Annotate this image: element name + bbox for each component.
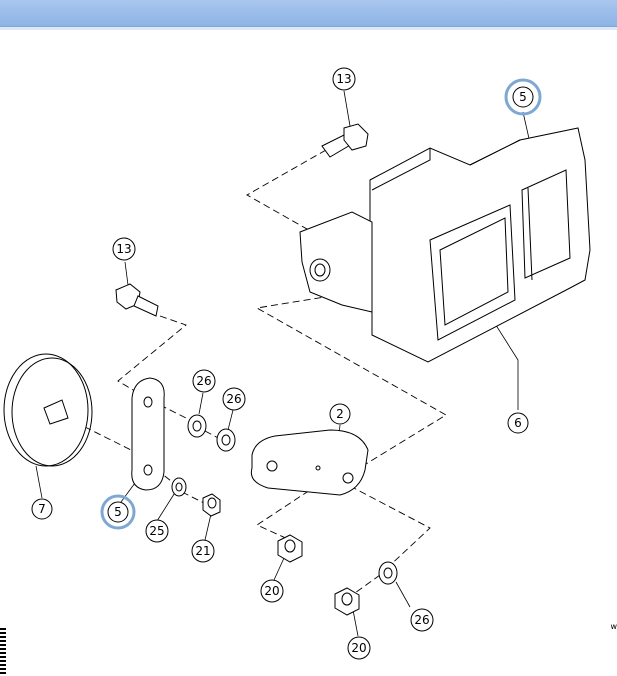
callout-c5b: 5 bbox=[100, 494, 136, 530]
svg-text:25: 25 bbox=[149, 524, 164, 538]
wheel-part bbox=[3, 353, 93, 467]
callout-c5a: 5 bbox=[504, 78, 542, 116]
top-bar-underline bbox=[0, 27, 617, 30]
svg-text:20: 20 bbox=[351, 641, 366, 655]
svg-text:5: 5 bbox=[519, 90, 527, 104]
callout-c7: 7 bbox=[31, 498, 53, 520]
svg-text:6: 6 bbox=[514, 416, 522, 430]
callout-c21: 21 bbox=[191, 539, 215, 563]
small-bracket-part bbox=[250, 429, 369, 496]
callout-c26c: 26 bbox=[410, 608, 434, 632]
top-bar bbox=[0, 0, 617, 27]
svg-text:7: 7 bbox=[38, 502, 46, 516]
callout-c26b: 26 bbox=[222, 387, 246, 411]
svg-text:20: 20 bbox=[264, 584, 279, 598]
callout-c6: 6 bbox=[507, 412, 529, 434]
washers-and-nuts bbox=[171, 414, 398, 616]
svg-text:21: 21 bbox=[195, 544, 210, 558]
svg-text:13: 13 bbox=[116, 242, 131, 256]
bolt-upper-part bbox=[321, 123, 369, 158]
callout-c25: 25 bbox=[145, 519, 169, 543]
callout-c13b: 13 bbox=[112, 237, 136, 261]
callout-c2: 2 bbox=[329, 403, 351, 425]
bolt-lower-part bbox=[115, 283, 159, 317]
callout-c26a: 26 bbox=[192, 369, 216, 393]
svg-text:2: 2 bbox=[336, 407, 344, 421]
link-plate-part bbox=[131, 377, 165, 491]
svg-text:5: 5 bbox=[114, 505, 122, 519]
callout-c13a: 13 bbox=[332, 67, 356, 91]
right-edge-text-fragment: w bbox=[610, 622, 617, 631]
svg-text:26: 26 bbox=[414, 613, 429, 627]
callout-c20b: 20 bbox=[347, 636, 371, 660]
callout-c20a: 20 bbox=[260, 579, 284, 603]
svg-text:13: 13 bbox=[336, 72, 351, 86]
bracket-body-part bbox=[299, 127, 591, 363]
svg-text:26: 26 bbox=[196, 374, 211, 388]
left-edge-barcode-fragment bbox=[0, 628, 6, 674]
svg-text:26: 26 bbox=[226, 392, 241, 406]
